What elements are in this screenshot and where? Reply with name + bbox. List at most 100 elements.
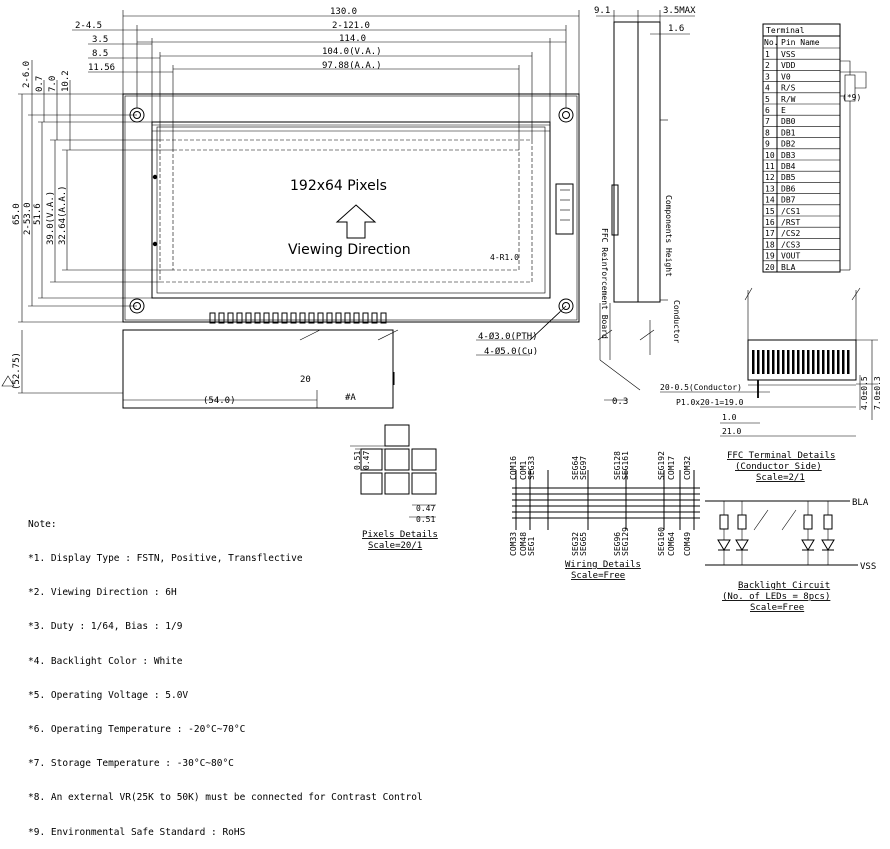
ffc-finger <box>807 350 810 374</box>
terminal-row-no: 6 <box>765 106 770 115</box>
dim-4-5: 2-4.5 <box>75 21 102 31</box>
dim-130: 130.0 <box>330 7 357 17</box>
dim-7-0: 7.0 <box>48 76 58 92</box>
ffc-finger <box>767 350 770 374</box>
terminal-row-no: 8 <box>765 128 770 137</box>
wiring-top-label: COM32 <box>683 456 692 480</box>
px-dim-3: 0.47 <box>416 504 435 513</box>
ffc-dim-conductor: 20-0.5(Conductor) <box>660 383 742 392</box>
dim-97: 97.88(A.A.) <box>322 61 382 71</box>
terminal-row-pin: VDD <box>781 61 796 70</box>
terminal-row-pin: DB6 <box>781 184 796 193</box>
dim-10-2: 10.2 <box>61 70 71 92</box>
ffc-sub: (Conductor Side) <box>735 462 822 472</box>
terminal-row-no: 13 <box>765 184 775 193</box>
pin-tabs <box>209 312 387 324</box>
terminal-row-no: 10 <box>765 151 775 160</box>
terminal-row-pin: DB4 <box>781 162 796 171</box>
note-8: *8. An external VR(25K to 50K) must be c… <box>28 792 423 804</box>
terminal-row-pin: VOUT <box>781 252 800 261</box>
ffc-finger <box>792 350 795 374</box>
dim-3-5max: 3.5MAX <box>663 6 696 16</box>
terminal-row-pin: E <box>781 106 786 115</box>
terminal-row-no: 17 <box>765 229 775 238</box>
backlight-circuit <box>705 500 858 566</box>
px-dim-2: 0.47 <box>362 451 371 470</box>
wiring-bottom-label: COM48 <box>519 532 528 556</box>
notes-title: Note: <box>28 518 57 530</box>
dim-9-1: 9.1 <box>594 6 610 16</box>
dim-32-64: 32.64(A.A.) <box>58 185 68 245</box>
ffc-finger <box>847 350 850 374</box>
mounting-hole-tr <box>558 107 574 123</box>
dim-104: 104.0(V.A.) <box>322 47 382 57</box>
pin-tab <box>353 312 360 324</box>
dim-r1: 4-R1.0 <box>490 253 519 262</box>
dim-51-6: 51.6 <box>33 203 43 225</box>
pixel-details <box>350 424 437 518</box>
wiring-title: Wiring Details <box>565 560 641 570</box>
pin-tab <box>335 312 342 324</box>
left-dimension-lines <box>18 60 173 394</box>
terminal-row-no: 9 <box>765 140 770 149</box>
dim-20: 20 <box>300 375 311 385</box>
dim-hole-cu: 4-Ø5.0(Cu) <box>484 346 538 357</box>
wiring-bottom-label: COM64 <box>667 532 676 556</box>
pin-tab <box>236 312 243 324</box>
ffc-finger <box>772 350 775 374</box>
ffc-finger <box>752 350 755 374</box>
dim-121: 2-121.0 <box>332 21 370 31</box>
backlight-title: Backlight Circuit <box>738 581 830 591</box>
dim-53: 2-53.0 <box>23 202 33 235</box>
note-4: *4. Backlight Color : White <box>28 655 183 667</box>
ffc-finger <box>822 350 825 374</box>
wiring-bottom-label: SEG160 <box>657 527 666 556</box>
wiring-top-label: SEG97 <box>579 456 588 480</box>
terminal-row-no: 15 <box>765 207 775 216</box>
terminal-row-no: 12 <box>765 173 775 182</box>
pin-tab <box>299 312 306 324</box>
terminal-row-no: 3 <box>765 72 770 81</box>
terminal-row-pin: /CS2 <box>781 229 800 238</box>
note-7: *7. Storage Temperature : -30°C~80°C <box>28 758 234 770</box>
wiring-bottom-label: COM49 <box>683 532 692 556</box>
dim-39: 39.0(V.A.) <box>46 191 56 245</box>
wiring-bottom-label: SEG1 <box>527 537 536 556</box>
pin-tab <box>227 312 234 324</box>
terminal-row-pin: VSS <box>781 50 796 59</box>
pin-tab <box>209 312 216 324</box>
dim-54: (54.0) <box>203 396 236 406</box>
backlight-scale: Scale=Free <box>750 603 804 613</box>
ffc-dim-1: 1.0 <box>722 413 737 422</box>
dim-52-75: (52.75) <box>12 352 22 390</box>
terminal-row-no: 18 <box>765 240 775 249</box>
front-view <box>122 93 580 409</box>
ffc-scale: Scale=2/1 <box>756 473 805 483</box>
wiring-top-label: COM17 <box>667 456 676 480</box>
terminal-row-pin: DB5 <box>781 173 796 182</box>
terminal-row-pin: R/W <box>781 95 796 104</box>
side-view <box>596 10 695 401</box>
pixel-scale: Scale=20/1 <box>368 541 422 551</box>
terminal-row-no: 4 <box>765 84 770 93</box>
ffc-dim-21: 21.0 <box>722 427 741 436</box>
px-dim-4: 0.51 <box>416 515 435 524</box>
note-6: *6. Operating Temperature : -20°C~70°C <box>28 724 246 736</box>
wiring-top-label: COM16 <box>509 456 518 480</box>
ffc-dim-pitch: P1.0x20-1=19.0 <box>676 398 744 407</box>
pin-tab <box>218 312 225 324</box>
pin-tab <box>317 312 324 324</box>
dim-0-7: 0.7 <box>35 76 45 92</box>
terminal-row-no: 20 <box>765 263 775 272</box>
dim-hash-a: #A <box>345 393 356 403</box>
dim-hole-pth: 4-Ø3.0(PTH) <box>478 331 538 342</box>
vss-label: VSS <box>860 562 876 572</box>
pin-tab <box>326 312 333 324</box>
pin-tab <box>308 312 315 324</box>
note-9: *9. Environmental Safe Standard : RoHS <box>28 826 246 838</box>
notes-block: Note: *1. Display Type : FSTN, Positive,… <box>28 496 423 849</box>
vr-potentiometer <box>840 60 867 271</box>
dim-1-6: 1.6 <box>668 24 684 34</box>
terminal-row-no: 14 <box>765 196 775 205</box>
